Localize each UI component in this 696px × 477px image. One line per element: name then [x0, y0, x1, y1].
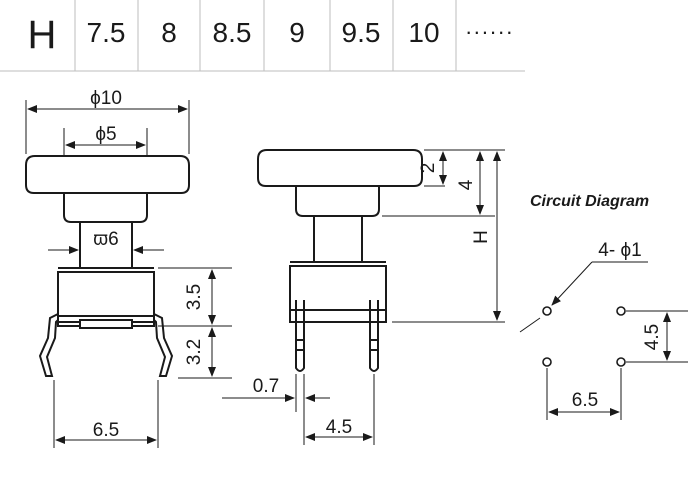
front-left-pin: [38, 313, 59, 377]
front-stem-top-diameter-label: ϕ5: [95, 124, 116, 145]
front-cap-diameter-label: ϕ10: [90, 88, 122, 109]
height-value-2: 8: [161, 17, 177, 48]
circuit-hole-label: 4- ϕ1: [598, 240, 641, 261]
height-table: [0, 0, 525, 72]
hole-top-left: [542, 306, 552, 316]
side-view: [257, 149, 423, 372]
side-pin-width-label: 0.7: [253, 376, 279, 397]
height-table-header: H: [28, 13, 57, 57]
hole-bottom-right: [616, 357, 626, 367]
side-cap: [257, 149, 423, 187]
circuit-dimensions: [519, 261, 688, 420]
circuit-holes: [542, 306, 626, 367]
side-cap-thickness-label: 2: [418, 163, 439, 174]
side-stem: [313, 215, 363, 263]
front-pin-height-label: 3.2: [184, 339, 205, 365]
height-value-more: ......: [466, 14, 515, 39]
side-pin-pitch-label: 4.5: [326, 417, 352, 438]
circuit-column-spacing-label: 6.5: [572, 390, 598, 411]
side-upper-stem: [295, 186, 380, 217]
height-value-1: 7.5: [87, 17, 126, 48]
hole-bottom-left: [542, 357, 552, 367]
front-pin-spacing-label: 6.5: [93, 420, 119, 441]
side-left-pin: [295, 300, 305, 372]
side-base: [289, 309, 387, 323]
front-cap: [25, 155, 190, 194]
side-dimensions: [222, 149, 505, 445]
side-cap-to-step-label: 4: [456, 179, 477, 190]
circuit-row-spacing-label: 4.5: [642, 324, 663, 350]
height-value-4: 9: [289, 17, 305, 48]
front-stem-diameter-label: ϖ6: [93, 229, 118, 250]
front-bottom-tab: [79, 319, 133, 329]
front-dimensions: [25, 100, 232, 448]
height-value-5: 9.5: [342, 17, 381, 48]
front-upper-stem: [63, 193, 148, 223]
circuit-title: Circuit Diagram: [530, 193, 649, 210]
front-view: [25, 155, 190, 377]
height-value-3: 8.5: [213, 17, 252, 48]
hole-top-right: [616, 306, 626, 316]
height-table-values: 7.5 8 8.5 9 9.5 10 ......: [87, 14, 515, 48]
front-housing: [57, 271, 155, 323]
front-right-pin: [153, 313, 174, 377]
side-total-height-label: H: [471, 230, 492, 244]
front-body-height-label: 3.5: [184, 284, 205, 310]
height-value-6: 10: [408, 17, 439, 48]
side-right-pin: [369, 300, 379, 372]
